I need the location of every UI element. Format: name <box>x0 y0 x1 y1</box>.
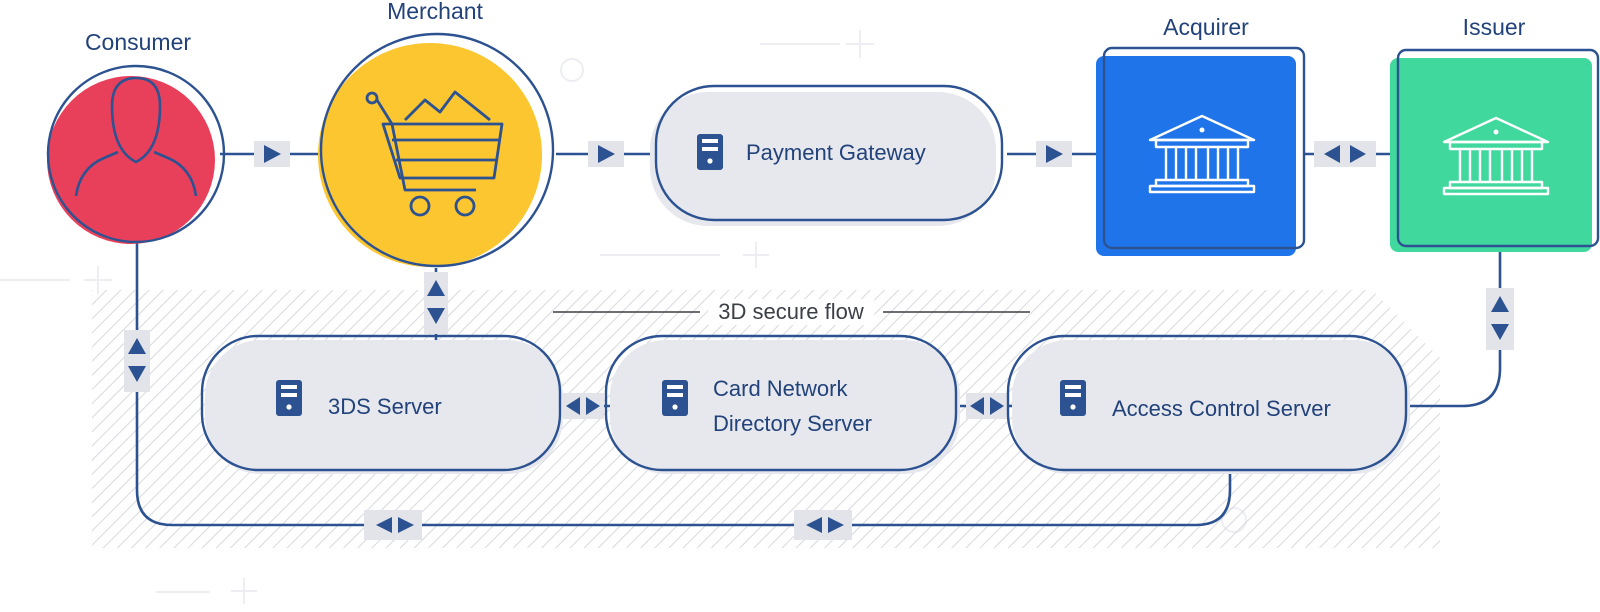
consumer-label: Consumer <box>84 29 192 55</box>
shopping-cart-icon <box>365 90 504 217</box>
payment-gateway-node <box>650 84 1004 226</box>
issuer-label: Issuer <box>1462 14 1526 40</box>
consumer-node <box>46 64 226 244</box>
server-icon <box>1060 380 1086 416</box>
secure-flow-label: 3D secure flow <box>708 299 874 325</box>
person-icon <box>74 76 198 197</box>
three-ds-server-label: 3DS Server <box>328 394 442 419</box>
server-icon <box>276 380 302 416</box>
merchant-node <box>318 32 555 268</box>
card-network-label-line1: Card Network <box>713 376 848 401</box>
access-control-server-node <box>1006 334 1410 474</box>
three-ds-server-node <box>200 334 563 474</box>
server-icon <box>662 380 688 416</box>
card-network-node <box>604 334 960 474</box>
acquirer-label: Acquirer <box>1163 14 1249 40</box>
server-icon <box>697 134 723 170</box>
flow-arrows <box>124 141 1514 540</box>
access-control-server-label: Access Control Server <box>1112 396 1331 421</box>
acquirer-node <box>1096 46 1306 256</box>
card-network-label-line2: Directory Server <box>713 411 872 436</box>
payment-gateway-label: Payment Gateway <box>746 140 926 165</box>
merchant-label: Merchant <box>387 0 483 24</box>
issuer-node <box>1390 48 1600 252</box>
